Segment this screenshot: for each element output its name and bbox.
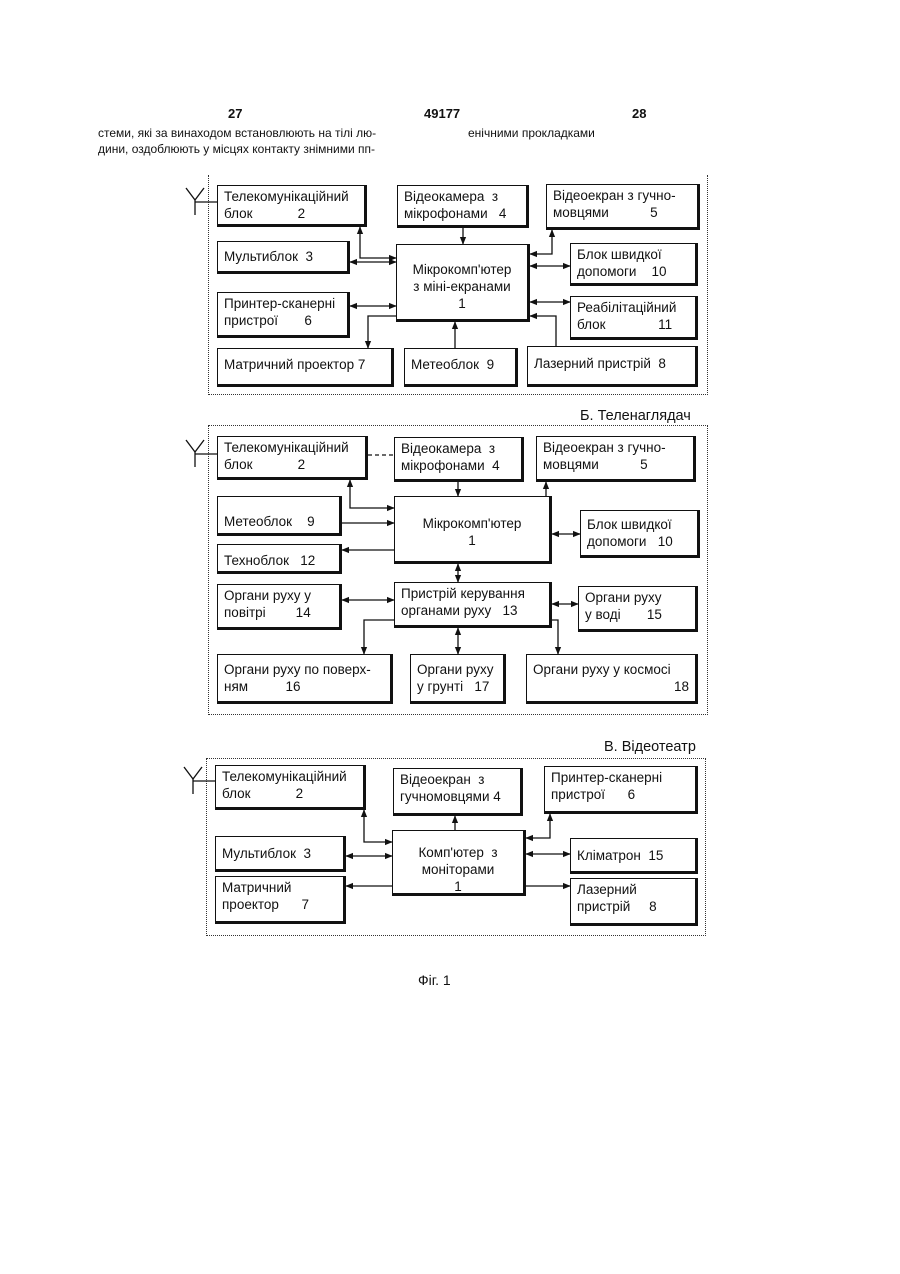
b-movement-control-block: Пристрій керуванняорганами руху 13 — [394, 582, 552, 628]
b-techno-block: Техноблок 12 — [217, 544, 342, 574]
b-space-movement-block: Органи руху у космосі18 — [526, 654, 698, 704]
c-multiblock: Мультиблок 3 — [215, 836, 346, 872]
a-rehab-block: Реабілітаційнийблок 11 — [570, 296, 698, 340]
b-air-movement-block: Органи руху уповітрі 14 — [217, 584, 342, 630]
b-videoscreen-block: Відеоекран з гучно-мовцями 5 — [536, 436, 696, 482]
a-first-aid-block: Блок швидкоїдопомоги 10 — [570, 243, 698, 286]
a-laser-block: Лазерний пристрій 8 — [527, 346, 698, 387]
b-water-movement-block: Органи рухуу воді 15 — [578, 586, 698, 632]
b-surface-movement-block: Органи руху по поверх-ням 16 — [217, 654, 393, 704]
c-computer: Комп'ютер змоніторами1 — [392, 830, 526, 896]
c-laser-block: Лазернийпристрій 8 — [570, 878, 698, 926]
a-meteo-block: Метеоблок 9 — [404, 348, 518, 387]
diagram-b-caption: Б. Теленаглядач — [580, 408, 691, 424]
c-videoscreen-block: Відеоекран згучномовцями 4 — [393, 768, 523, 816]
antenna-icon — [184, 767, 215, 794]
c-projector-block: Матричнийпроектор 7 — [215, 876, 346, 924]
diagram-c-caption: В. Відеотеатр — [604, 739, 696, 755]
b-ground-movement-block: Органи рухуу грунті 17 — [410, 654, 506, 704]
a-videocamera-block: Відеокамера змікрофонами 4 — [397, 185, 529, 228]
c-printer-block: Принтер-сканерніпристрої 6 — [544, 766, 698, 814]
a-printer-block: Принтер-сканерніпристрої 6 — [217, 292, 350, 338]
a-microcomputer: Мікрокомп'ютерз міні-екранами1 — [396, 244, 530, 322]
a-projector-block: Матричний проектор 7 — [217, 348, 394, 387]
antenna-icon — [186, 188, 217, 215]
b-microcomputer: Мікрокомп'ютер1 — [394, 496, 552, 564]
antenna-icon — [186, 440, 217, 467]
c-telecom-block: Телекомунікаційнийблок 2 — [215, 765, 366, 810]
b-first-aid-block: Блок швидкоїдопомоги 10 — [580, 510, 700, 558]
a-videoscreen-block: Відеоекран з гучно-мовцями 5 — [546, 184, 700, 230]
c-climatron-block: Кліматрон 15 — [570, 838, 698, 874]
a-multiblock: Мультиблок 3 — [217, 241, 350, 274]
b-telecom-block: Телекомунікаційнийблок 2 — [217, 436, 368, 480]
a-telecom-block: Телекомунікаційнийблок 2 — [217, 185, 367, 227]
b-videocamera-block: Відеокамера змікрофонами 4 — [394, 437, 524, 482]
b-meteo-block: Метеоблок 9 — [217, 496, 342, 536]
figure-label: Фіг. 1 — [418, 972, 451, 988]
